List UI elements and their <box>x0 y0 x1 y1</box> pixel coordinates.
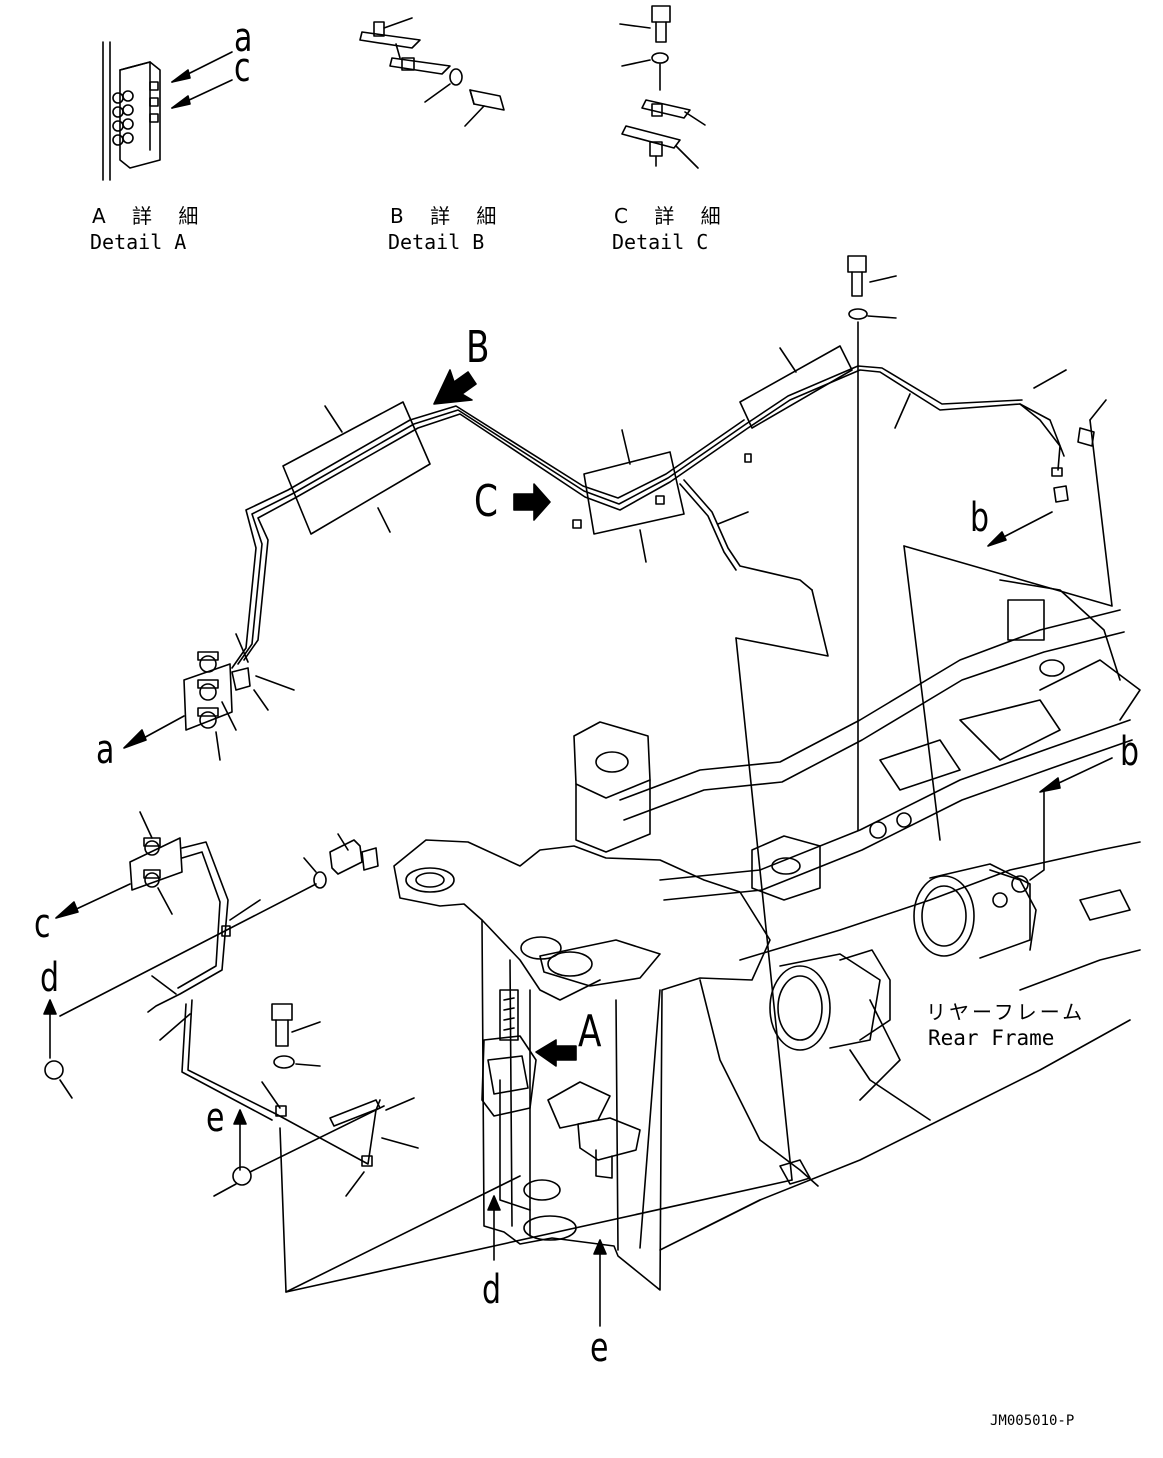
callout-view-B: B <box>466 322 490 373</box>
callout-e-left: e <box>206 1095 225 1141</box>
rear-frame-drawing <box>394 580 1140 1326</box>
callout-d-bottom: d <box>482 1267 502 1313</box>
callout-a-left: a <box>96 727 115 773</box>
view-arrows <box>434 370 576 1066</box>
lower-left-piping <box>44 812 792 1292</box>
drawing-code: JM005010-P <box>990 1413 1075 1429</box>
detail-a-drawing <box>103 42 232 180</box>
detail-a-title-jp: A 詳 細 <box>92 204 209 228</box>
detail-c-title-jp: C 詳 細 <box>614 204 731 228</box>
callout-c-left: c <box>34 901 51 947</box>
left-fittings-a <box>124 634 294 760</box>
callout-view-A: A <box>578 1006 602 1057</box>
upper-piping <box>232 256 1112 1180</box>
rear-frame-label-en: Rear Frame <box>928 1026 1055 1050</box>
detail-a-title-en: Detail A <box>90 230 187 254</box>
detail-b-title-en: Detail B <box>388 230 485 254</box>
detail-c-drawing <box>620 6 705 168</box>
callout-c-top: c <box>234 45 251 91</box>
rear-frame-label-jp: リヤーフレーム <box>926 1000 1086 1024</box>
callout-e-bottom: e <box>590 1325 609 1371</box>
callout-view-C: C <box>474 476 498 527</box>
detail-b-title-jp: B 詳 細 <box>390 204 507 228</box>
detail-c-title-en: Detail C <box>612 230 709 254</box>
callout-d-left: d <box>40 955 60 1001</box>
callout-b-upper: b <box>970 495 990 541</box>
detail-b-drawing <box>360 18 504 126</box>
callout-b-right: b <box>1120 729 1140 775</box>
callout-a-top: a <box>234 15 253 61</box>
